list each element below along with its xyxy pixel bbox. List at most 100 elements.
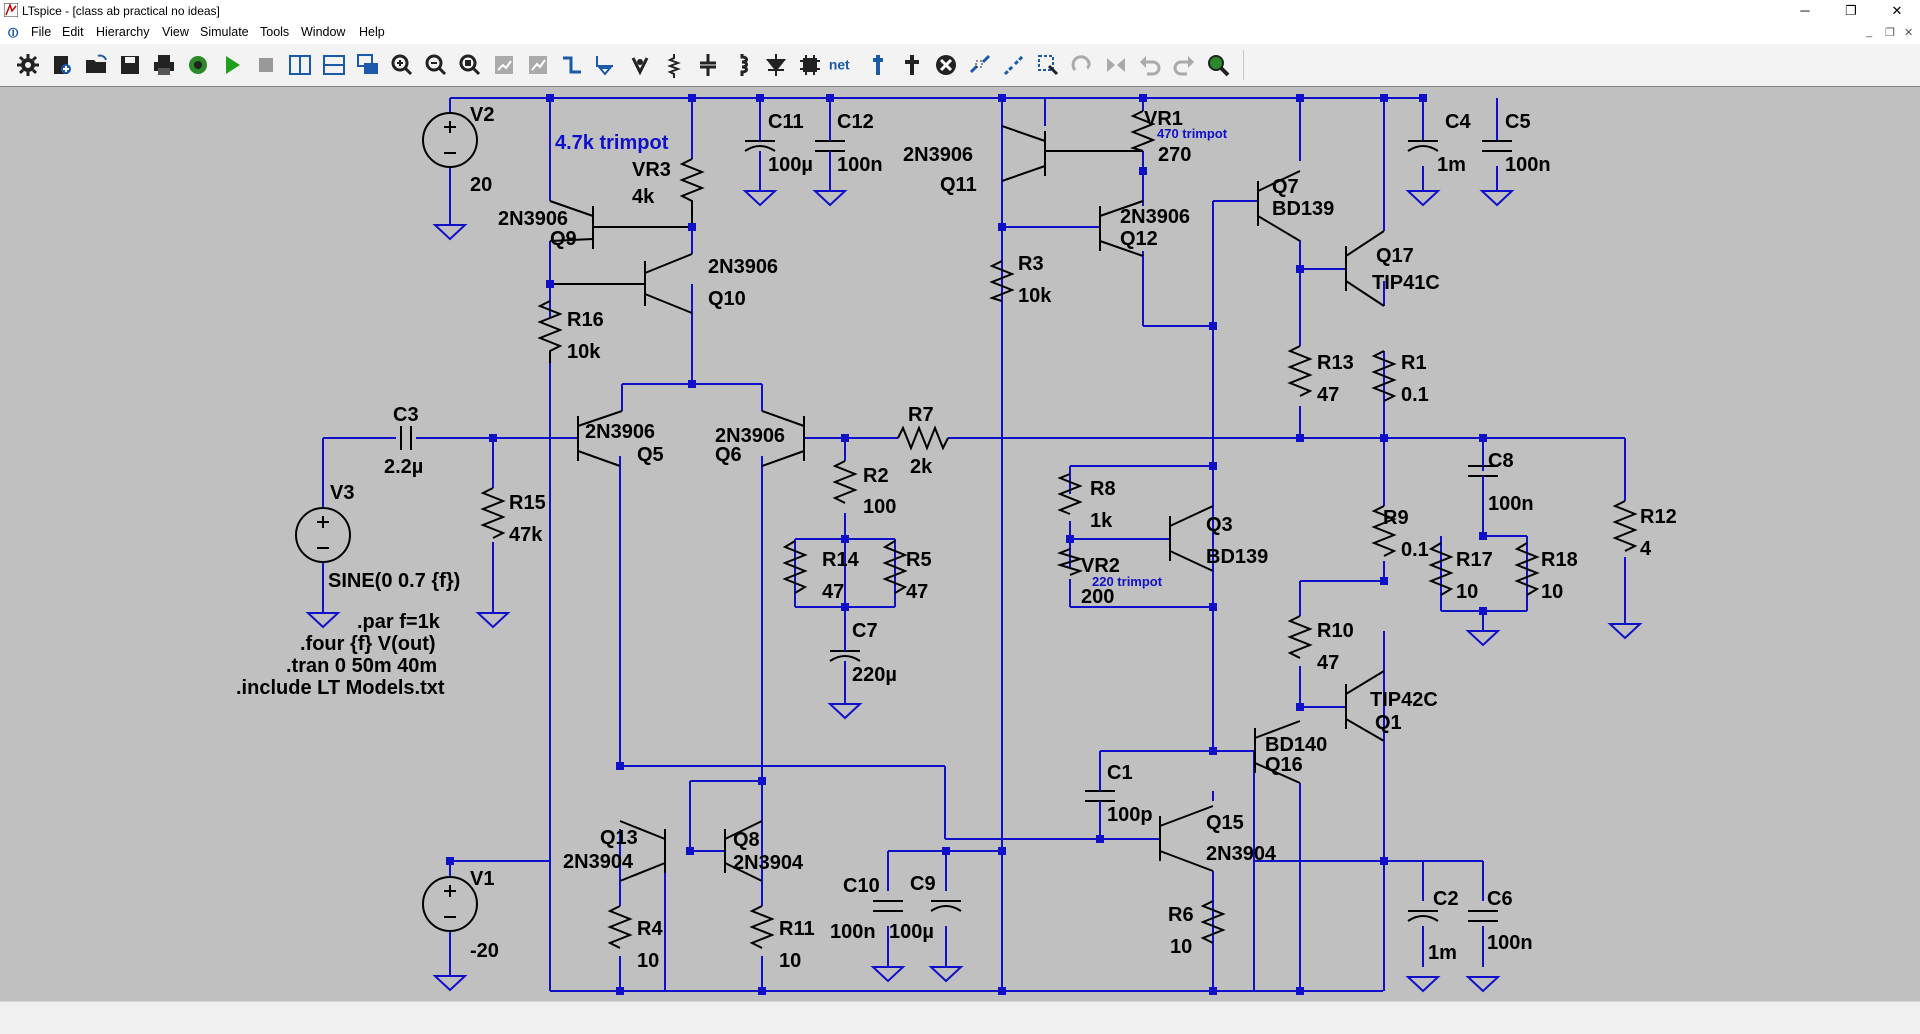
menu-window[interactable]: Window (301, 25, 346, 39)
menu-view[interactable]: View (162, 25, 189, 39)
spice-directive-icon[interactable] (899, 52, 925, 78)
net-name-button[interactable]: net (828, 52, 854, 78)
q3-transistor-icon[interactable] (1169, 505, 1214, 572)
c7-capacitor-icon[interactable] (829, 650, 861, 662)
c9-capacitor-icon[interactable] (930, 900, 962, 912)
r3-resistor-icon[interactable] (988, 260, 1015, 302)
tile-horizontal-icon[interactable] (321, 52, 347, 78)
c2-capacitor-icon[interactable] (1407, 910, 1439, 922)
r13-resistor-icon[interactable] (1287, 345, 1313, 397)
vr1-resistor-icon[interactable] (1129, 110, 1156, 152)
vr3-resistor-icon[interactable] (679, 158, 705, 227)
capacitor-icon[interactable] (695, 52, 721, 78)
directive-tran[interactable]: .tran 0 50m 40m (286, 655, 437, 677)
q6-transistor-icon[interactable] (761, 410, 805, 467)
save-icon[interactable] (117, 52, 143, 78)
inductor-icon[interactable] (729, 52, 755, 78)
move-icon[interactable] (1001, 52, 1027, 78)
r18-resistor-icon[interactable] (1514, 542, 1540, 596)
r8-resistor-icon[interactable] (1057, 473, 1083, 515)
label-net-icon[interactable] (627, 52, 653, 78)
r10-resistor-icon[interactable] (1287, 615, 1313, 659)
q1-transistor-icon[interactable] (1345, 670, 1385, 742)
settings-icon[interactable] (15, 52, 41, 78)
r14-resistor-icon[interactable] (782, 540, 808, 594)
menu-edit[interactable]: Edit (62, 25, 84, 39)
r11-resistor-icon[interactable] (749, 905, 775, 949)
text-icon[interactable] (865, 52, 891, 78)
directive-four[interactable]: .four {f} V(out) (300, 633, 436, 655)
q7-transistor-icon[interactable] (1257, 170, 1301, 242)
halt-icon[interactable] (253, 52, 279, 78)
mdi-restore-button[interactable]: ❐ (1885, 27, 1895, 39)
r6-resistor-icon[interactable] (1200, 900, 1226, 944)
menu-file[interactable]: File (31, 25, 52, 39)
print-icon[interactable] (151, 52, 177, 78)
q13-transistor-icon[interactable] (619, 820, 666, 882)
r4-resistor-icon[interactable] (607, 905, 633, 949)
v3-source-icon[interactable] (295, 507, 351, 563)
c10-capacitor-icon[interactable] (873, 900, 903, 912)
vr2-resistor-icon[interactable] (1056, 548, 1084, 576)
drag-icon[interactable] (1035, 52, 1061, 78)
chart-icon[interactable] (525, 52, 551, 78)
zoom-fit-icon[interactable] (457, 52, 483, 78)
c5-capacitor-icon[interactable] (1482, 140, 1512, 152)
r12-resistor-icon[interactable] (1612, 500, 1638, 552)
r5-resistor-icon[interactable] (882, 540, 908, 594)
q15-transistor-icon[interactable] (1159, 805, 1214, 872)
v1-source-icon[interactable] (422, 876, 478, 932)
resistor-icon[interactable] (661, 52, 687, 78)
zoom-in-icon[interactable] (389, 52, 415, 78)
c12-capacitor-icon[interactable] (815, 140, 845, 152)
document-icon[interactable]: ⏼ (8, 25, 19, 40)
q16-transistor-icon[interactable] (1254, 720, 1301, 784)
run-icon[interactable] (219, 52, 245, 78)
tile-vertical-icon[interactable] (287, 52, 313, 78)
find-icon[interactable] (1205, 52, 1231, 78)
close-button[interactable]: ✕ (1891, 3, 1903, 18)
directive-par[interactable]: .par f=1k (357, 611, 441, 633)
c1-capacitor-icon[interactable] (1085, 790, 1115, 802)
c4-capacitor-icon[interactable] (1407, 140, 1439, 152)
q11-transistor-icon[interactable] (1001, 125, 1143, 182)
q5-transistor-icon[interactable] (577, 410, 623, 467)
r17-resistor-icon[interactable] (1428, 542, 1454, 596)
r15-resistor-icon[interactable] (480, 487, 506, 539)
minimize-button[interactable]: ─ (1800, 3, 1810, 18)
open-folder-icon[interactable] (83, 52, 109, 78)
cascade-icon[interactable] (355, 52, 381, 78)
mirror-icon[interactable] (1103, 52, 1129, 78)
q17-transistor-icon[interactable] (1345, 230, 1385, 307)
r9-resistor-icon[interactable] (1371, 505, 1397, 557)
r1-resistor-icon[interactable] (1371, 350, 1397, 402)
menu-hierarchy[interactable]: Hierarchy (96, 25, 150, 39)
new-schematic-icon[interactable] (49, 52, 75, 78)
control-panel-icon[interactable] (185, 52, 211, 78)
rotate-icon[interactable] (1069, 52, 1095, 78)
v2-source-icon[interactable] (422, 112, 478, 168)
q8-transistor-icon[interactable] (724, 820, 763, 882)
wire-icon[interactable] (559, 52, 585, 78)
directive-include[interactable]: .include LT Models.txt (236, 677, 445, 699)
c11-capacitor-icon[interactable] (744, 140, 776, 152)
ground-icon[interactable] (593, 52, 619, 78)
r7-resistor-icon[interactable] (897, 425, 949, 451)
c6-capacitor-icon[interactable] (1468, 910, 1498, 922)
menu-help[interactable]: Help (359, 25, 385, 39)
c3-capacitor-icon[interactable] (400, 426, 412, 450)
q9-transistor-icon[interactable] (549, 200, 692, 249)
schematic-canvas[interactable]: V2 20 4.7k trimpot VR3 4k 2N3906 Q9 2N39… (0, 86, 1920, 1002)
component-icon[interactable] (797, 52, 823, 78)
menu-simulate[interactable]: Simulate (200, 25, 249, 39)
autorange-icon[interactable] (491, 52, 517, 78)
mdi-close-button[interactable]: ✕ (1904, 27, 1914, 39)
duplicate-icon[interactable] (967, 52, 993, 78)
undo-icon[interactable] (1137, 52, 1163, 78)
delete-icon[interactable] (933, 52, 959, 78)
redo-icon[interactable] (1171, 52, 1197, 78)
mdi-minimize-button[interactable]: _ (1866, 26, 1873, 38)
maximize-button[interactable]: ❐ (1845, 3, 1857, 18)
r16-resistor-icon[interactable] (537, 300, 563, 363)
q10-transistor-icon[interactable] (550, 253, 693, 314)
